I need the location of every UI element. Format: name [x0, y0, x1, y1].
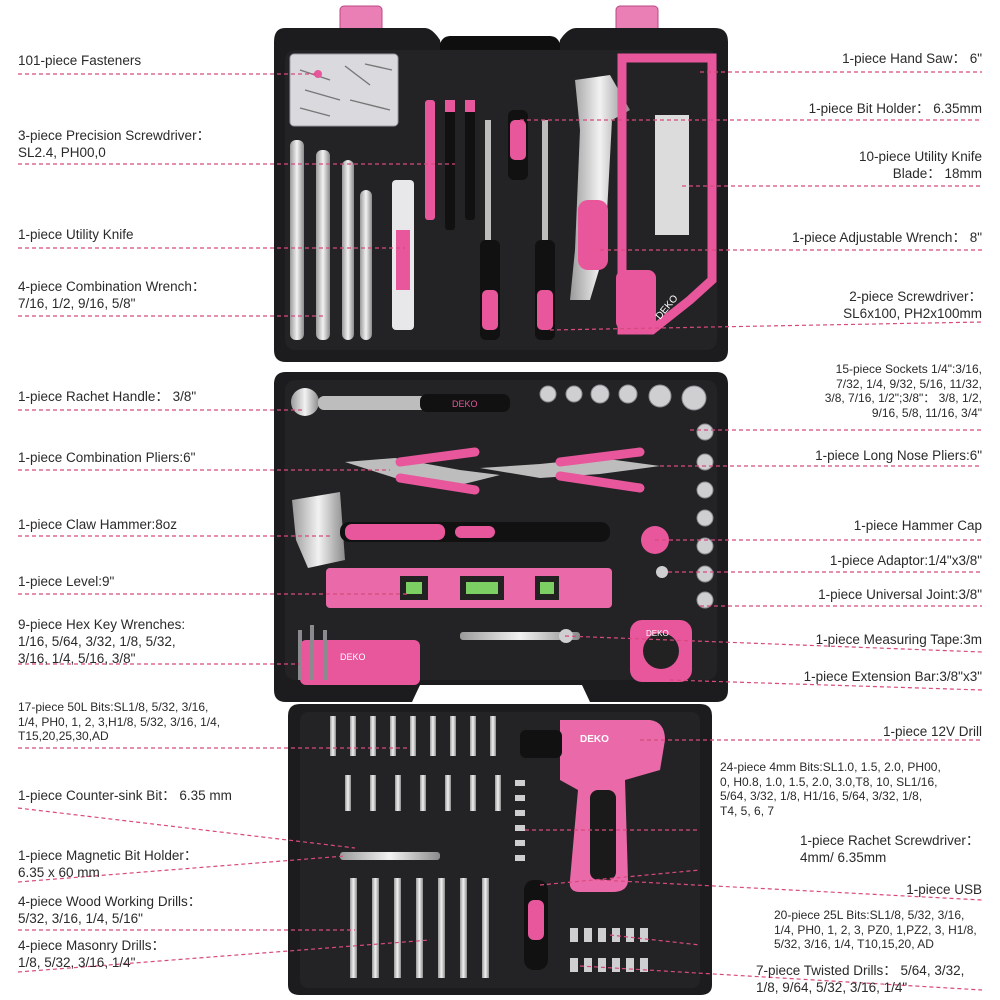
brand-mark-ratchet: DEKO — [452, 399, 478, 409]
brand-mark-tape: DEKO — [646, 629, 669, 638]
wrench-4 — [360, 190, 372, 340]
label-25l-bits: 20-piece 25L Bits:SL1/8, 5/32, 3/16, 1/4… — [774, 908, 977, 951]
wrench-2 — [316, 150, 330, 340]
label-hex-key: 9-piece Hex Key Wrenches: 1/16, 5/64, 3/… — [18, 617, 186, 666]
label-long-nose-pliers: 1-piece Long Nose Pliers:6" — [815, 448, 982, 463]
wrench-3 — [342, 160, 354, 340]
label-bit-holder: 1-piece Bit Holder： 6.35mm — [808, 101, 982, 116]
label-adjustable-wrench: 1-piece Adjustable Wrench： 8" — [792, 230, 982, 245]
label-combination-pliers: 1-piece Combination Pliers:6" — [18, 450, 196, 465]
brand-mark-drill: DEKO — [580, 734, 609, 745]
label-fasteners: 101-piece Fasteners — [18, 53, 142, 68]
label-combination-wrench: 4-piece Combination Wrench： 7/16, 1/2, 9… — [18, 279, 206, 311]
brand-mark-hexkey: DEKO — [340, 652, 366, 662]
label-sockets: 15-piece Sockets 1/4":3/16, 7/32, 1/4, 9… — [824, 362, 982, 420]
wrench-1 — [290, 140, 304, 340]
label-knife-blade: 10-piece Utility Knife Blade： 18mm — [858, 149, 982, 181]
label-universal-joint: 1-piece Universal Joint:3/8" — [818, 587, 982, 602]
label-rachet-handle: 1-piece Rachet Handle： 3/8" — [18, 389, 197, 404]
label-rachet-screwdriver: 1-piece Rachet Screwdriver： 4mm/ 6.35mm — [800, 833, 980, 865]
label-adaptor: 1-piece Adaptor:1/4"x3/8" — [829, 553, 982, 568]
label-extension-bar: 1-piece Extension Bar:3/8"x3" — [803, 669, 982, 684]
label-magnetic-holder: 1-piece Magnetic Bit Holder： 6.35 x 60 m… — [18, 848, 198, 880]
label-wood-drills: 4-piece Wood Working Drills： 5/32, 3/16,… — [18, 894, 202, 926]
label-screwdriver-2: 2-piece Screwdriver： SL6x100, PH2x100mm — [843, 289, 982, 321]
label-precision-screwdriver: 3-piece Precision Screwdriver： SL2.4, PH… — [18, 128, 211, 160]
ratchet-head — [291, 388, 319, 416]
label-drill: 1-piece 12V Drill — [882, 724, 982, 739]
label-claw-hammer: 1-piece Claw Hammer:8oz — [18, 517, 178, 532]
label-50l-bits: 17-piece 50L Bits:SL1/8, 5/32, 3/16, 1/4… — [18, 700, 221, 743]
long-nose-pliers — [480, 458, 660, 478]
label-hammer-cap: 1-piece Hammer Cap — [853, 518, 982, 533]
combination-pliers — [345, 458, 500, 485]
label-level: 1-piece Level:9" — [18, 574, 115, 589]
label-utility-knife: 1-piece Utility Knife — [18, 227, 134, 242]
hammer-cap — [641, 526, 669, 554]
label-4mm-bits: 24-piece 4mm Bits:SL1.0, 1.5, 2.0, PH00,… — [720, 760, 941, 818]
label-masonry-drills: 4-piece Masonry Drills： 1/8, 5/32, 3/16,… — [18, 938, 166, 970]
label-usb: 1-piece USB — [906, 882, 982, 897]
hex-key-holder — [300, 640, 420, 685]
label-counter-sink: 1-piece Counter-sink Bit： 6.35 mm — [18, 788, 232, 803]
claw-hammer-head — [292, 492, 345, 568]
label-twisted-drills: 7-piece Twisted Drills： 5/64, 3/32, 1/8,… — [756, 963, 965, 995]
label-hand-saw: 1-piece Hand Saw： 6" — [842, 51, 982, 66]
label-measuring-tape: 1-piece Measuring Tape:3m — [815, 632, 982, 647]
